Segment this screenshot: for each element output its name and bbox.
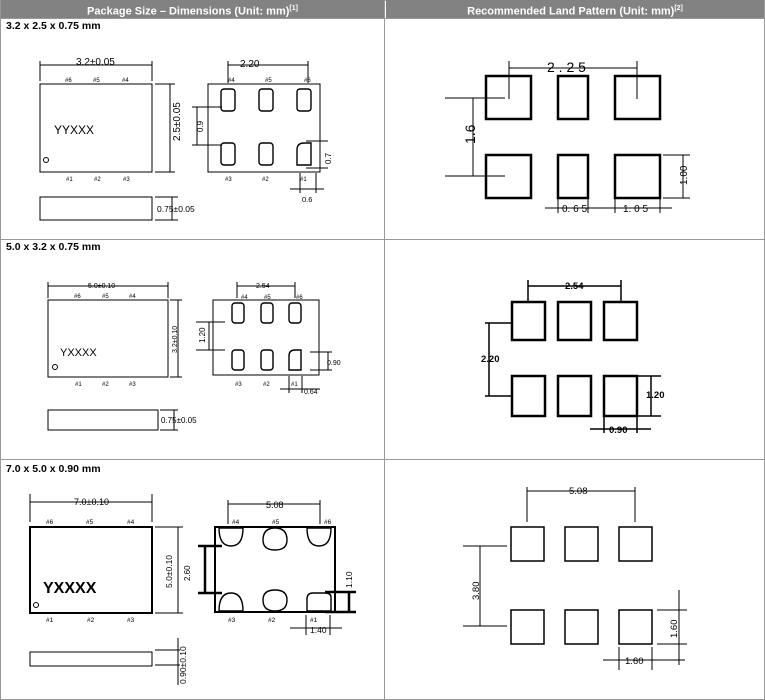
pad-width-dimension: 0.6 [302, 195, 312, 204]
pin-label: #1 [75, 382, 82, 388]
header-left-note: [1] [289, 5, 298, 12]
pin-label: #1 [300, 177, 307, 183]
pin-label: #6 [46, 519, 54, 526]
header-left-label: Package Size – Dimensions (Unit: mm) [87, 5, 290, 18]
pad-pitch-dimension: 5.08 [266, 500, 284, 510]
thickness-dimension: 0.75±0.05 [157, 204, 195, 214]
header-package-size: Package Size – Dimensions (Unit: mm)[1] [1, 0, 384, 18]
pin-label: #2 [268, 617, 276, 624]
pin-label: #5 [102, 294, 109, 300]
land-pattern-3: 5.08 3.80 1.60 1.60 [463, 486, 687, 670]
pin-label: #5 [264, 295, 271, 301]
land-width-dimension-2: 1. 0 5 [623, 204, 648, 215]
height-dimension: 2.5±0.05 [172, 102, 183, 141]
pin-label: #5 [265, 78, 272, 84]
pin-label: #4 [122, 78, 129, 84]
package-title-2: 5.0 x 3.2 x 0.75 mm [6, 241, 101, 253]
pad-width-dimension: 1.40 [310, 625, 327, 635]
pin-label: #2 [94, 177, 101, 183]
pin-label: #4 [228, 78, 235, 84]
pin-label: #4 [232, 519, 240, 526]
thickness-dimension: 0.90±0.10 [178, 646, 188, 684]
pin-label: #3 [127, 617, 135, 624]
package-drawing-1: 3.2±0.05 2.20 2.5±0.05 0.75±0.05 YYXXX 0… [39, 57, 333, 221]
pad-pitch-dimension: 2.54 [256, 283, 270, 290]
package-drawing-2: 5.0±0.10 2.54 3.2±0.10 0.75±0.05 YXXXX 1… [47, 282, 341, 431]
pin-label: #3 [235, 382, 242, 388]
pin-label: #3 [228, 617, 236, 624]
land-pattern-2: 2.54 2.20 1.20 0.90 [481, 280, 665, 436]
land-width-dimension-1: 0. 6 5 [562, 204, 587, 215]
pin-label: #1 [46, 617, 54, 624]
pin-label: #1 [66, 177, 73, 183]
pin-label: #5 [86, 519, 94, 526]
package-title-3: 7.0 x 5.0 x 0.90 mm [6, 463, 101, 475]
land-height-dimension: 1.60 [669, 620, 680, 639]
land-width-dimension: 1.60 [625, 656, 644, 667]
pin-label: #4 [241, 295, 248, 301]
pad-height-dimension: 0.7 [324, 152, 333, 164]
pad-view-outline [207, 83, 321, 173]
width-dimension: 3.2±0.05 [76, 57, 115, 68]
pin-label: #2 [262, 177, 269, 183]
land-row-dimension: 2.20 [481, 354, 500, 365]
package-marking: YXXXX [43, 580, 97, 597]
pin-label: #3 [123, 177, 130, 183]
side-view [39, 196, 153, 221]
pad-height-dimension: 1.10 [344, 571, 354, 588]
pad-row-dimension: 0.9 [196, 120, 205, 132]
pin-label: #5 [272, 519, 280, 526]
pin-label: #4 [127, 519, 135, 526]
pin-label: #2 [102, 382, 109, 388]
pad-width-dimension: 0.64 [304, 389, 318, 396]
package-drawing-3: 7.0±0.10 5.08 5.0±0.10 0.90±0.10 YXXXX 2… [29, 494, 356, 685]
land-pattern-1: 2 . 2 5 1.6 1.00 0. 6 5 1. 0 5 [445, 59, 690, 215]
pad-row-dimension: 2.60 [183, 565, 192, 581]
pin-label: #2 [87, 617, 95, 624]
pin-label: #6 [304, 78, 311, 84]
pad-row-dimension: 1.20 [198, 327, 207, 343]
land-width-dimension: 0.90 [609, 425, 628, 436]
pin-label: #1 [310, 617, 318, 624]
package-title-1: 3.2 x 2.5 x 0.75 mm [6, 20, 101, 32]
pin-label: #3 [225, 177, 232, 183]
land-row-dimension: 3.80 [471, 582, 482, 601]
land-height-dimension: 1.00 [679, 165, 690, 185]
pin-label: #6 [65, 78, 72, 84]
land-pitch-dimension: 2 . 2 5 [547, 59, 586, 75]
land-height-dimension: 1.20 [646, 390, 665, 401]
width-dimension: 7.0±0.10 [74, 497, 109, 507]
width-dimension: 5.0±0.10 [88, 283, 115, 290]
package-outline [39, 83, 153, 173]
pin-label: #5 [93, 78, 100, 84]
pin-label: #6 [74, 294, 81, 300]
pin-label: #3 [129, 382, 136, 388]
land-pitch-dimension: 2.54 [565, 281, 584, 292]
pin-label: #6 [324, 519, 332, 526]
pin-label: #2 [263, 382, 270, 388]
pin-label: #1 [291, 382, 298, 388]
package-marking: YYXXX [54, 123, 94, 137]
pad-height-dimension: 0.90 [327, 360, 341, 367]
pad-pitch-dimension: 2.20 [240, 59, 260, 70]
header-land-pattern: Recommended Land Pattern (Unit: mm)[2] [386, 0, 764, 18]
land-pitch-dimension: 5.08 [569, 486, 588, 497]
package-marking: YXXXX [60, 347, 97, 359]
thickness-dimension: 0.75±0.05 [161, 416, 197, 425]
height-dimension: 5.0±0.10 [164, 555, 174, 588]
pin1-marker [43, 157, 49, 163]
header-right-note: [2] [674, 5, 683, 12]
pin-label: #4 [129, 294, 136, 300]
land-row-dimension: 1.6 [462, 124, 478, 144]
header-right-label: Recommended Land Pattern (Unit: mm) [467, 5, 675, 18]
pin-label: #6 [296, 295, 303, 301]
height-dimension: 3.2±0.10 [172, 326, 179, 353]
